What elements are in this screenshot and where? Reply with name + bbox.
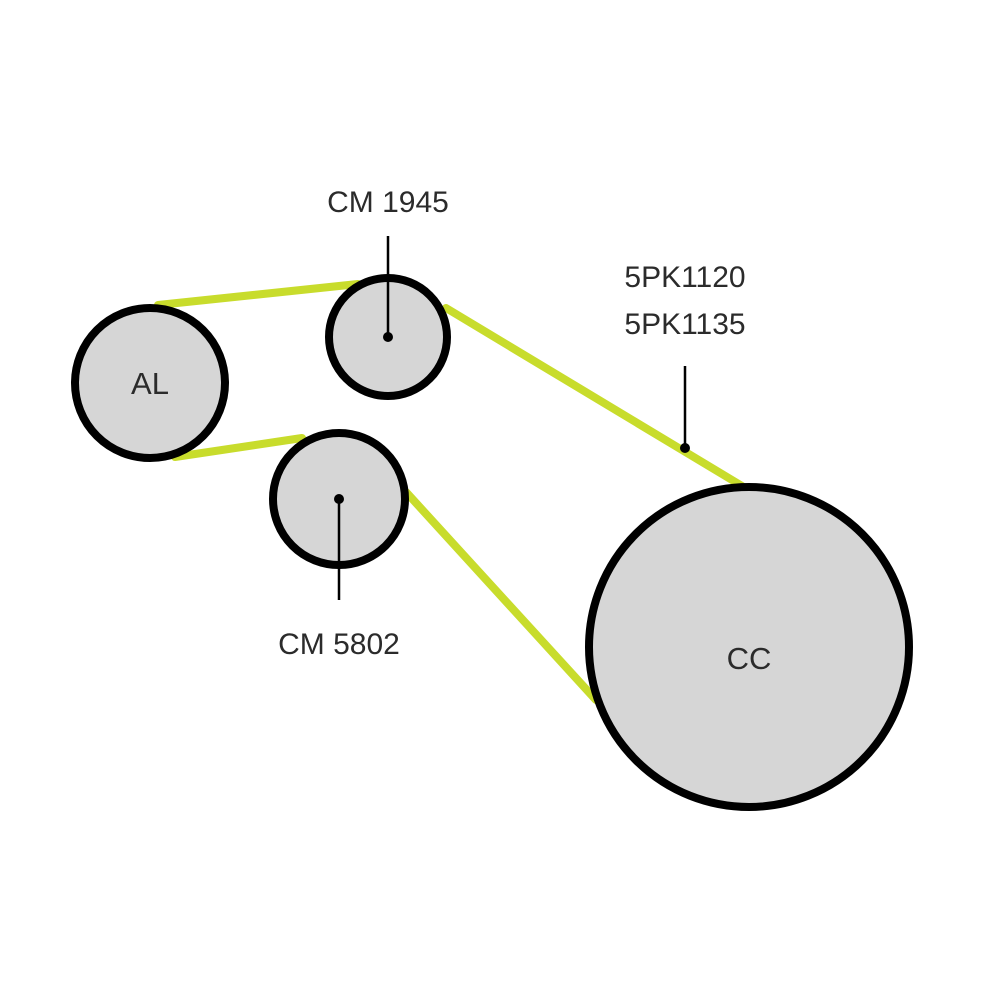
callout-cm1945: CM 1945 bbox=[327, 186, 449, 342]
leader-dot-belt bbox=[680, 443, 690, 453]
pulley-label-al: AL bbox=[131, 366, 169, 401]
belt-segment-cm1945-cc bbox=[442, 304, 746, 490]
callout-label-belt-line1: 5PK1120 bbox=[624, 261, 745, 294]
callout-belt: 5PK1120 5PK1135 bbox=[624, 261, 746, 453]
callout-label-belt-line2: 5PK1135 bbox=[624, 308, 745, 341]
belt-segment-al-top bbox=[154, 280, 362, 309]
pulley-al bbox=[71, 304, 229, 462]
belt bbox=[154, 280, 746, 704]
pulley-cc bbox=[585, 483, 913, 811]
leader-dot-cm1945 bbox=[383, 332, 393, 342]
pulleys bbox=[71, 274, 913, 811]
leader-dot-cm5802 bbox=[334, 494, 344, 504]
belt-segment-al-bottom bbox=[171, 434, 306, 461]
pulley-label-cc: CC bbox=[727, 641, 772, 676]
callout-label-cm5802: CM 5802 bbox=[278, 628, 400, 661]
belt-segment-cm5802-cc bbox=[402, 488, 600, 704]
callout-cm5802: CM 5802 bbox=[278, 494, 400, 661]
callout-label-cm1945: CM 1945 bbox=[327, 186, 449, 219]
